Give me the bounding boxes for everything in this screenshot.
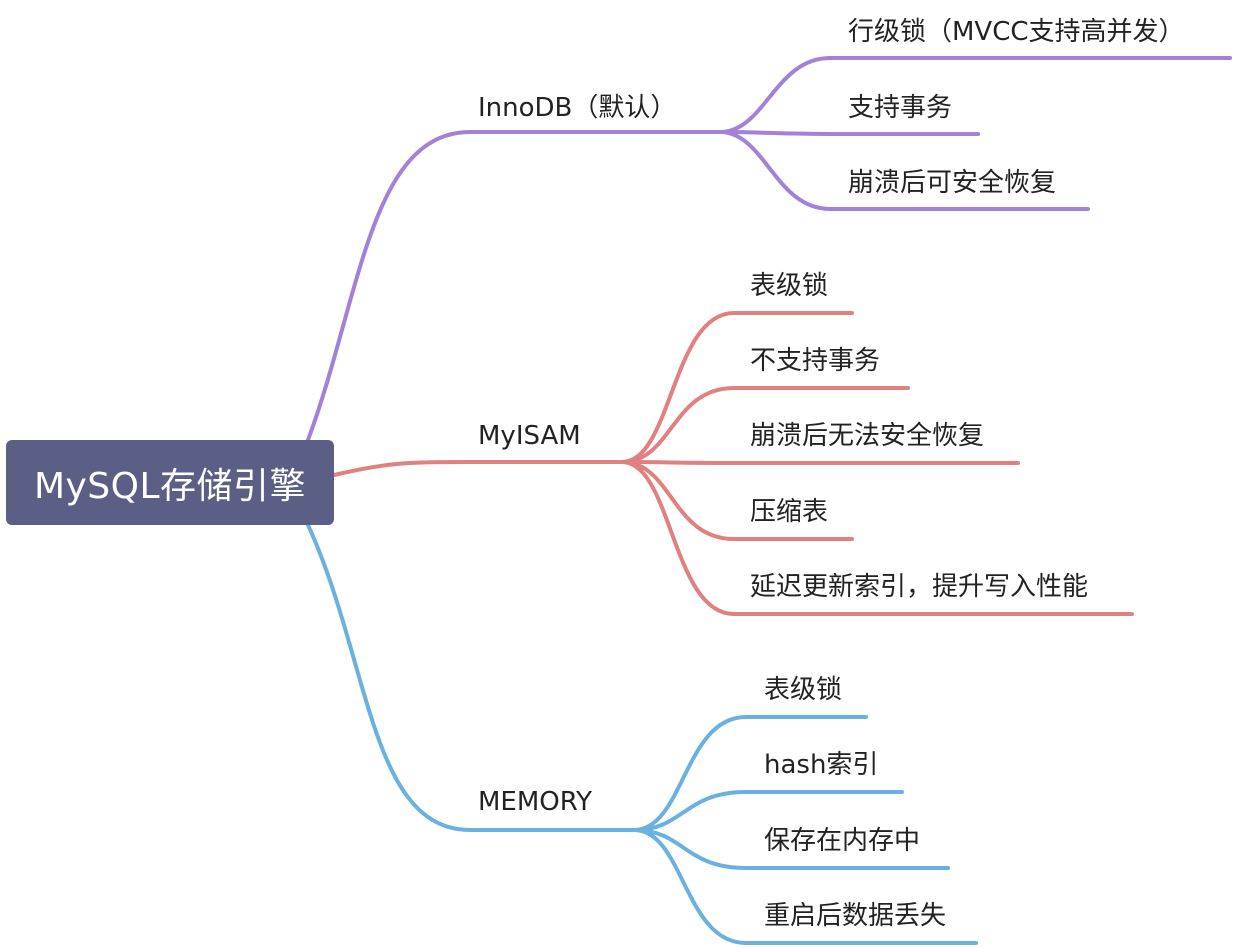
memory-leaf-table-lock[interactable]: 表级锁: [764, 675, 843, 705]
innodb-leaf-transactions[interactable]: 支持事务: [848, 93, 953, 123]
memory-leaf-hash-index[interactable]: hash索引: [764, 750, 879, 780]
connector-innodb-leaf-0: [718, 56, 1232, 134]
myisam-leaf-no-transactions[interactable]: 不支持事务: [750, 346, 881, 376]
myisam-leaf-table-lock[interactable]: 表级锁: [750, 271, 829, 301]
memory-leaf-in-memory[interactable]: 保存在内存中: [764, 826, 921, 856]
connector-memory-leaf-2: [632, 828, 950, 870]
connector-root-memory: [306, 523, 636, 832]
innodb-leaf-crash-recovery[interactable]: 崩溃后可安全恢复: [848, 168, 1057, 198]
branch-innodb-label[interactable]: InnoDB（默认）: [478, 93, 677, 123]
connector-memory-leaf-3: [632, 828, 978, 945]
root-label: MySQL存储引擎: [33, 465, 307, 507]
myisam-leaf-compressed-table[interactable]: 压缩表: [750, 497, 829, 527]
connector-myisam-leaf-2: [620, 460, 1020, 465]
myisam-leaf-delayed-index[interactable]: 延迟更新索引，提升写入性能: [750, 572, 1089, 602]
connector-innodb-leaf-2: [718, 130, 1090, 211]
connector-myisam-leaf-1: [620, 386, 910, 464]
connector-memory-leaf-1: [632, 790, 904, 832]
memory-leaf-data-loss[interactable]: 重启后数据丢失: [764, 901, 947, 931]
connector-root-innodb: [306, 130, 722, 442]
connector-myisam-leaf-0: [620, 311, 854, 464]
myisam-leaf-no-crash-recovery[interactable]: 崩溃后无法安全恢复: [750, 421, 985, 451]
branch-myisam-label[interactable]: MyISAM: [478, 421, 581, 451]
connector-myisam-leaf-4: [620, 460, 1134, 616]
connector-myisam-leaf-3: [620, 460, 854, 541]
innodb-leaf-row-lock[interactable]: 行级锁（MVCC支持高并发）: [848, 17, 1185, 47]
connector-innodb-leaf-1: [718, 130, 980, 136]
root-node[interactable]: MySQL存储引擎: [6, 440, 334, 525]
connector-root-myisam: [332, 460, 624, 477]
connector-memory-leaf-0: [632, 715, 868, 832]
branch-memory-label[interactable]: MEMORY: [478, 787, 593, 817]
